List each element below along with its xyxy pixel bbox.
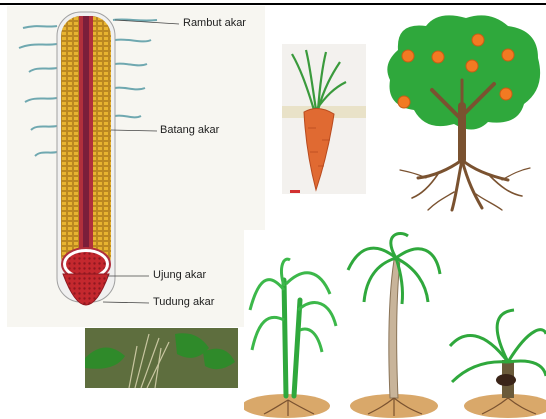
- carrot-leaves: [292, 50, 346, 110]
- carrot-image: [282, 44, 366, 194]
- grass-photo: [85, 328, 238, 388]
- label-root-hair: Rambut akar: [183, 17, 246, 29]
- sugarcane-plant: [250, 259, 336, 416]
- label-root-stem: Batang akar: [160, 124, 219, 136]
- orange-tree-image: [378, 10, 546, 215]
- root-anatomy-diagram: Rambut akar Batang akar Ujung akar Tudun…: [7, 6, 265, 327]
- coconut-palm: [348, 234, 440, 416]
- root-illustration: [7, 6, 265, 327]
- top-rule: [0, 3, 546, 5]
- label-root-cap: Tudung akar: [153, 296, 214, 308]
- label-root-tip: Ujung akar: [153, 269, 206, 281]
- fibrous-root-plants-image: [244, 230, 546, 419]
